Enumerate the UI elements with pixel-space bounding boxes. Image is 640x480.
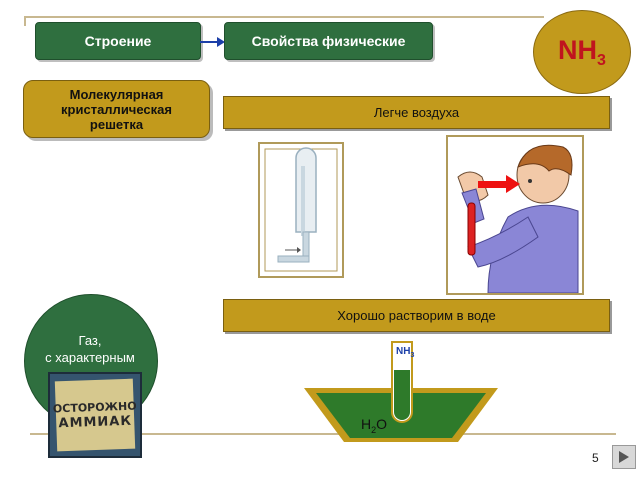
ammonia-warning-sign: ОСТОРОЖНО АММИАК [48, 372, 142, 458]
nh3-formula: NH3 [558, 34, 606, 69]
left-frame-line [24, 16, 26, 26]
lighter-than-air-label: Легче воздуха [373, 105, 460, 120]
physical-properties-button-label: Свойства физические [251, 33, 406, 49]
structure-button-label: Строение [84, 33, 152, 49]
sign-line2: АММИАК [58, 413, 133, 432]
test-tube-icon [264, 147, 338, 272]
tube-nh3-label: NH3 [396, 346, 415, 359]
gas-property-text: Газ, с характерным [45, 333, 135, 365]
boy-smelling-image [446, 135, 584, 295]
arrow-right-icon [200, 37, 225, 47]
play-arrow-icon [619, 451, 629, 463]
nh3-formula-badge: NH3 [533, 10, 631, 94]
physical-properties-button[interactable]: Свойства физические [224, 22, 433, 60]
lattice-box: Молекулярная кристаллическая решетка [23, 80, 210, 138]
boy-smelling-icon [457, 144, 579, 294]
top-frame-line [24, 16, 544, 18]
next-slide-button[interactable] [612, 445, 636, 469]
soluble-in-water-label: Хорошо растворим в воде [337, 308, 496, 323]
structure-button[interactable]: Строение [35, 22, 201, 60]
test-tube-image [258, 142, 344, 278]
soluble-in-water-box: Хорошо растворим в воде [223, 299, 610, 332]
page-number: 5 [592, 451, 599, 465]
lighter-than-air-box: Легче воздуха [223, 96, 610, 129]
water-formula-label: H2O [361, 416, 388, 435]
water-basin-illustration [304, 341, 498, 442]
bottom-frame-line [30, 433, 616, 435]
lattice-label: Молекулярная кристаллическая решетка [61, 86, 172, 132]
